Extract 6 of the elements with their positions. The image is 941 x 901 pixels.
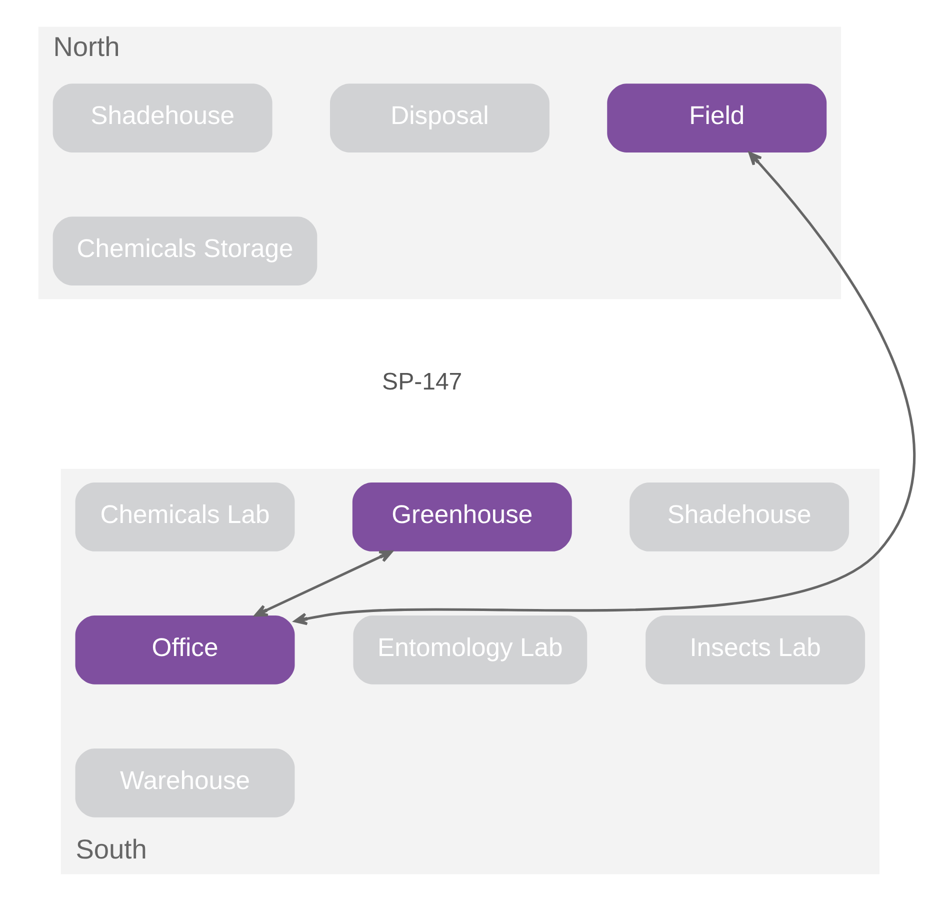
node-box: Greenhouse [352,482,572,552]
label: SP-147 [382,368,462,396]
arrow [254,550,393,617]
node-box: Field [607,84,827,153]
node-box: Office [75,616,295,684]
arrow [294,152,916,626]
